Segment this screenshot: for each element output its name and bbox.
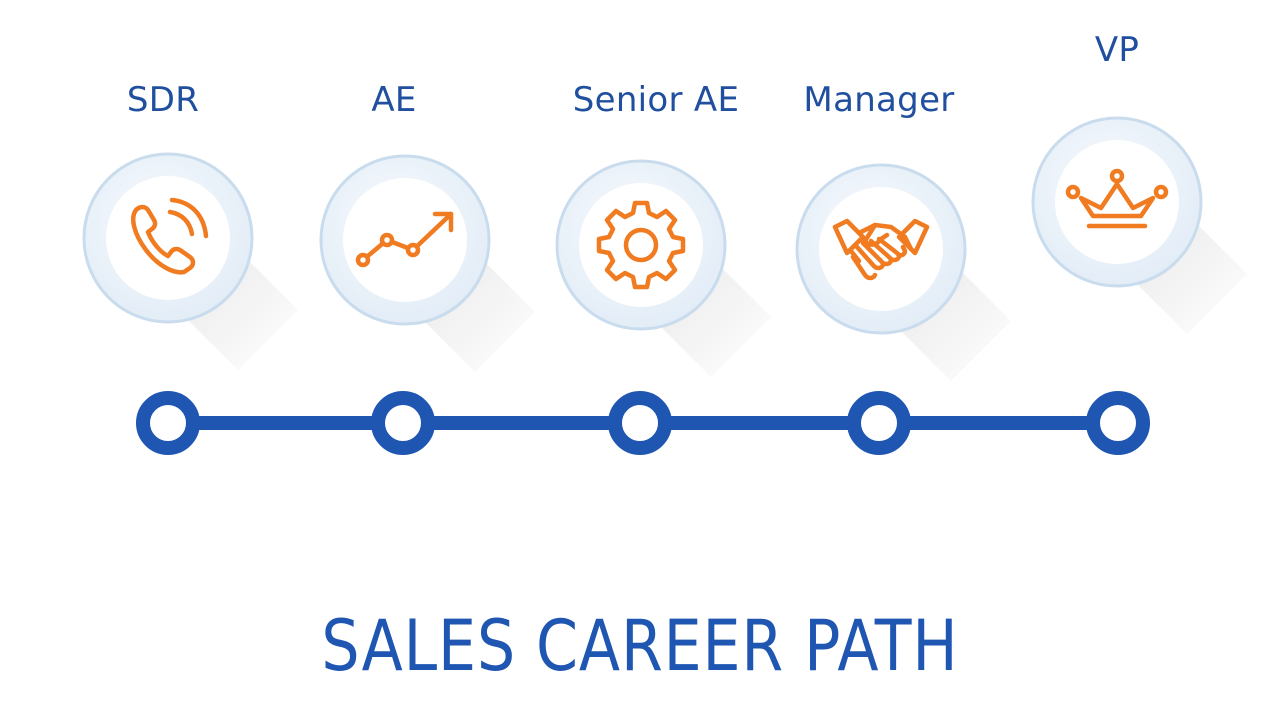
- timeline-node-senior-ae: [608, 391, 672, 455]
- stage-label-ae: AE: [371, 80, 417, 120]
- stage-label-senior-ae: Senior AE: [572, 80, 740, 120]
- crown-icon: [1065, 168, 1169, 229]
- gear-icon: [596, 200, 686, 290]
- stage-circle-senior-ae: [555, 159, 771, 377]
- timeline-node-ae: [371, 391, 435, 455]
- stage-circle-manager: [795, 163, 1011, 381]
- timeline-node-sdr: [136, 391, 200, 455]
- stage-label-manager: Manager: [803, 80, 955, 120]
- timeline-node-manager: [847, 391, 911, 455]
- handshake-icon: [832, 218, 930, 281]
- stage-label-vp: VP: [1094, 30, 1140, 70]
- stage-label-sdr: SDR: [126, 80, 200, 120]
- stage-circle-ae: [319, 154, 535, 372]
- timeline-node-vp: [1086, 391, 1150, 455]
- phone-icon: [131, 197, 209, 275]
- stage-circle-vp: [1031, 116, 1247, 334]
- page-title: SALES CAREER PATH: [321, 605, 959, 687]
- stage-circle-sdr: [82, 152, 298, 370]
- growth-chart-icon: [355, 211, 454, 268]
